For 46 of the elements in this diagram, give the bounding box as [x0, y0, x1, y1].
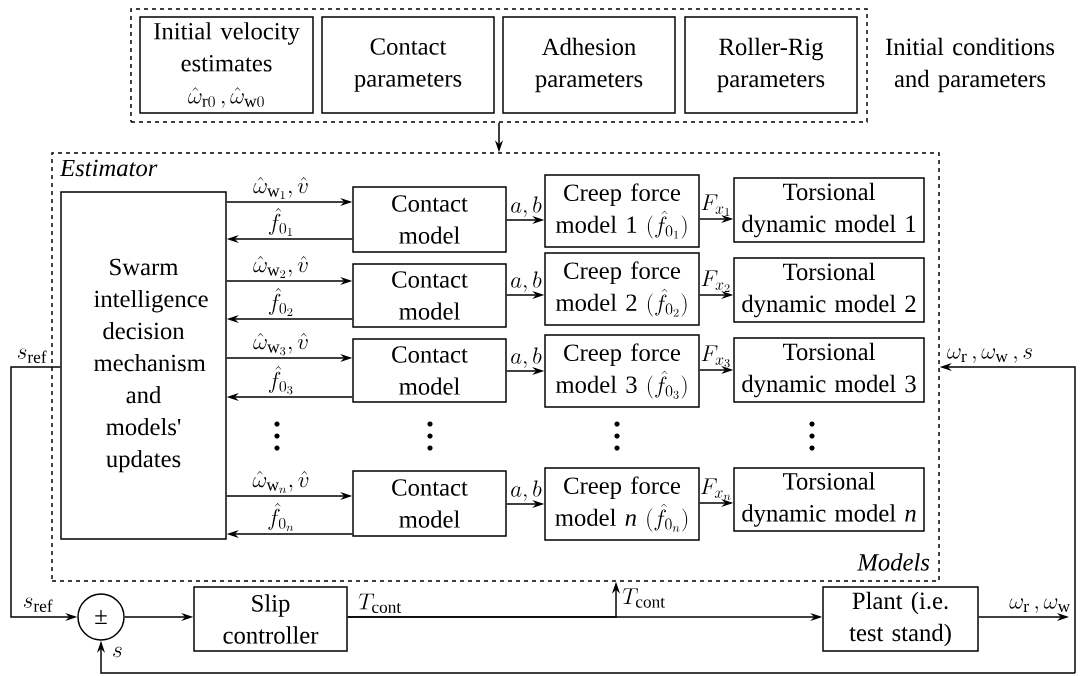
group-heading: Initial conditions and parameters: [885, 37, 1055, 93]
process-box: Torsional dynamic model 3: [733, 337, 925, 403]
edge-label: $a,b$: [511, 347, 542, 368]
edge-label: $F_{x_1}$: [701, 194, 730, 216]
edge-label: $T_{\mathrm{cont}}$: [622, 588, 665, 608]
process-box: Creep force model 1 $(\hat{f}_{0_1})$: [544, 174, 700, 248]
process-box: Slip controller: [193, 586, 348, 652]
process-box: Contact model: [352, 470, 507, 537]
process-box: Creep force model 3 $(\hat{f}_{0_3})$: [544, 334, 700, 408]
edge-label: $F_{x_2}$: [701, 270, 730, 292]
process-box: Initial velocity estimates $\hat{\omega}_{\mathrm{r}0}\,,\hat{\omega}_{\mathrm{w}0}$: [139, 16, 314, 114]
edge-label: $T_{\mathrm{cont}}$: [358, 593, 402, 613]
edge-label: $\hat{f}_{0_2}$: [268, 288, 293, 316]
edge-label: $\hat{f}_{0_n}$: [268, 503, 294, 532]
edge-label: $\hat{\omega}_{\mathrm{w}_2},\hat{v}$: [253, 256, 308, 278]
edge-label: $s_{\mathrm{ref}}$: [17, 348, 47, 363]
edge-label: $\hat{\omega}_{\mathrm{w}_3},\hat{v}$: [253, 333, 308, 356]
process-box: Creep force model 2 $(\hat{f}_{0_2})$: [544, 252, 700, 326]
edge-label: $\hat{\omega}_{\mathrm{w}_1},\hat{v}$: [253, 177, 308, 199]
edge-label: $\hat{\omega}_{\mathrm{w}_n},\hat{v}$: [252, 471, 309, 494]
edge-label: $F_{x_3}$: [701, 345, 730, 368]
process-box: Contact model: [352, 263, 507, 328]
edge-label: $\omega_{\mathrm{r}}\,,\omega_{\mathrm{w}}$: [1009, 598, 1071, 613]
process-box: Contact parameters: [321, 16, 495, 114]
process-box: Contact model: [352, 338, 507, 403]
process-box: Plant (i.e. test stand): [822, 586, 979, 652]
summing-junction: ±: [77, 593, 125, 641]
process-box: Torsional dynamic model 1: [733, 177, 925, 243]
edge-label: $\omega_{\mathrm{r}}\,,\omega_{\mathrm{w}}\,,s$: [947, 348, 1032, 363]
edge-label: $s$: [113, 646, 122, 658]
edge-label: $\hat{f}_{0_1}$: [268, 208, 292, 236]
process-box: Swarm intelligence decision mechanism and models' updates: [60, 191, 227, 540]
process-box: Torsional dynamic model 2: [733, 257, 925, 323]
group-heading: Models: [857, 553, 930, 571]
process-box: Torsional dynamic model n: [733, 467, 925, 532]
signal-label: $s_{\mathrm{ref}}$: [23, 597, 53, 612]
edge-label: $a,b$: [511, 480, 542, 501]
edge-label: $a,b$: [511, 196, 542, 217]
process-box: Adhesion parameters: [502, 16, 676, 114]
edge-label: $\hat{f}_{0_3}$: [268, 366, 293, 395]
edge-label: $F_{x_n}$: [700, 478, 731, 501]
process-box: Contact model: [352, 186, 507, 253]
group-heading: Estimator: [59, 159, 158, 177]
process-box: Roller-Rig parameters: [684, 16, 858, 114]
edge-label: $a,b$: [511, 271, 542, 292]
process-box: Creep force model n $(\hat{f}_{0_n})$: [544, 467, 700, 541]
